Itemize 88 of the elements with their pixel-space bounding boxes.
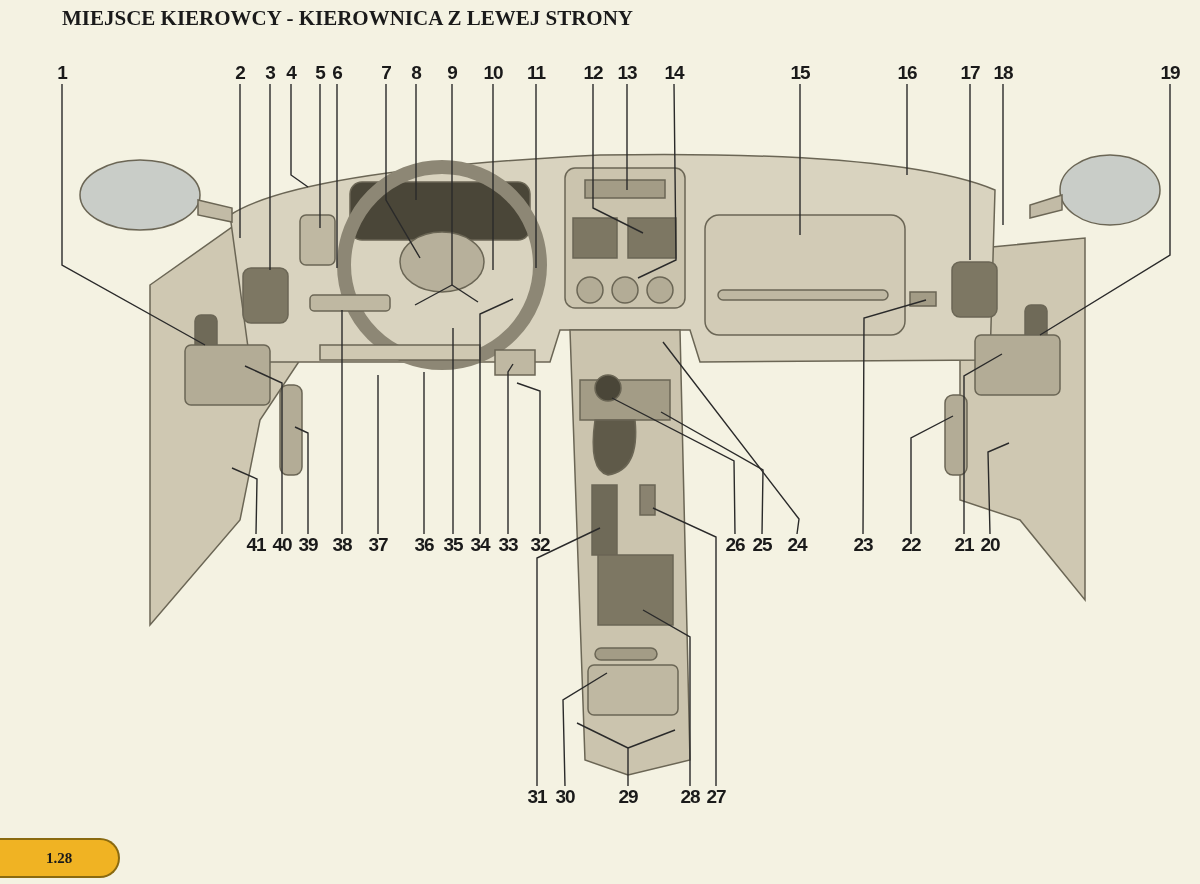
leader-line xyxy=(414,284,453,306)
callout-number: 2 xyxy=(235,63,245,83)
leader-line xyxy=(452,327,454,535)
leader-line xyxy=(492,83,494,271)
leader-line xyxy=(377,374,379,535)
callout-number: 3 xyxy=(265,63,275,83)
callout-number: 6 xyxy=(332,63,342,83)
callout-number: 8 xyxy=(411,63,421,83)
callout-number: 25 xyxy=(752,535,772,555)
callout-number: 24 xyxy=(787,535,807,555)
leader-line xyxy=(479,298,514,535)
leader-line xyxy=(536,527,601,787)
callout-number: 33 xyxy=(498,535,518,555)
callout-number: 10 xyxy=(483,63,503,83)
leader-line xyxy=(652,507,717,787)
leader-line xyxy=(451,284,479,303)
callout-number: 1 xyxy=(57,63,67,83)
callout-number: 15 xyxy=(790,63,810,83)
callout-number: 28 xyxy=(680,787,700,807)
callout-number: 30 xyxy=(555,787,575,807)
callout-number: 21 xyxy=(954,535,974,555)
leader-line xyxy=(294,426,309,535)
callout-number: 16 xyxy=(897,63,917,83)
leader-line xyxy=(269,83,271,271)
leader-line xyxy=(627,747,629,787)
callout-number: 34 xyxy=(470,535,490,555)
leader-line xyxy=(385,83,421,259)
callout-number: 36 xyxy=(414,535,434,555)
leader-line xyxy=(910,415,954,535)
callout-number: 17 xyxy=(960,63,980,83)
callout-number: 41 xyxy=(246,535,266,555)
callout-number: 40 xyxy=(272,535,292,555)
callout-number: 20 xyxy=(980,535,1000,555)
callout-number: 11 xyxy=(526,63,546,83)
callout-number: 35 xyxy=(443,535,463,555)
leader-line xyxy=(415,83,417,201)
leader-line xyxy=(516,382,541,535)
leader-line xyxy=(341,309,343,535)
leader-line xyxy=(637,83,677,279)
callout-number: 18 xyxy=(993,63,1013,83)
callout-number: 27 xyxy=(706,787,726,807)
leader-line xyxy=(660,411,764,535)
callout-number: 23 xyxy=(853,535,873,555)
leader-line xyxy=(592,83,644,234)
leader-line xyxy=(626,83,628,191)
callout-number: 22 xyxy=(901,535,921,555)
callout-number: 9 xyxy=(447,63,457,83)
leader-line xyxy=(423,371,425,535)
leader-line xyxy=(1002,83,1004,226)
callout-number: 19 xyxy=(1160,63,1180,83)
callout-number: 38 xyxy=(332,535,352,555)
leader-line xyxy=(576,722,629,749)
page-number: 1.28 xyxy=(0,838,120,878)
leader-line xyxy=(61,83,206,346)
leader-line xyxy=(963,353,1003,535)
leader-line xyxy=(507,363,514,535)
leader-line xyxy=(862,299,927,535)
leader-line xyxy=(642,609,691,787)
leader-line xyxy=(611,397,736,535)
callout-number: 14 xyxy=(664,63,684,83)
leader-line xyxy=(290,83,309,188)
leader-line xyxy=(336,83,338,269)
callout-number: 26 xyxy=(725,535,745,555)
callout-number: 29 xyxy=(618,787,638,807)
page-title: MIEJSCE KIEROWCY - KIEROWNICA Z LEWEJ STRONY xyxy=(62,6,633,31)
leader-line xyxy=(906,83,908,176)
callout-number: 31 xyxy=(527,787,547,807)
leader-line xyxy=(987,442,1010,535)
leader-line xyxy=(1039,83,1171,336)
leader-line xyxy=(627,729,676,749)
leader-line xyxy=(319,83,321,229)
callout-number: 12 xyxy=(583,63,603,83)
leader-line xyxy=(231,467,258,535)
leader-line xyxy=(562,672,608,787)
leader-line xyxy=(662,341,800,535)
callout-number: 37 xyxy=(368,535,388,555)
leader-line xyxy=(969,83,971,261)
leader-line xyxy=(239,83,241,239)
leader-line xyxy=(535,83,537,269)
leader-line xyxy=(451,83,453,286)
leader-line xyxy=(799,83,801,236)
callout-number: 7 xyxy=(381,63,391,83)
callout-number: 13 xyxy=(617,63,637,83)
callout-number: 32 xyxy=(530,535,550,555)
callout-number: 4 xyxy=(286,63,296,83)
leader-line xyxy=(244,365,283,535)
callout-number: 39 xyxy=(298,535,318,555)
callout-number: 5 xyxy=(315,63,325,83)
